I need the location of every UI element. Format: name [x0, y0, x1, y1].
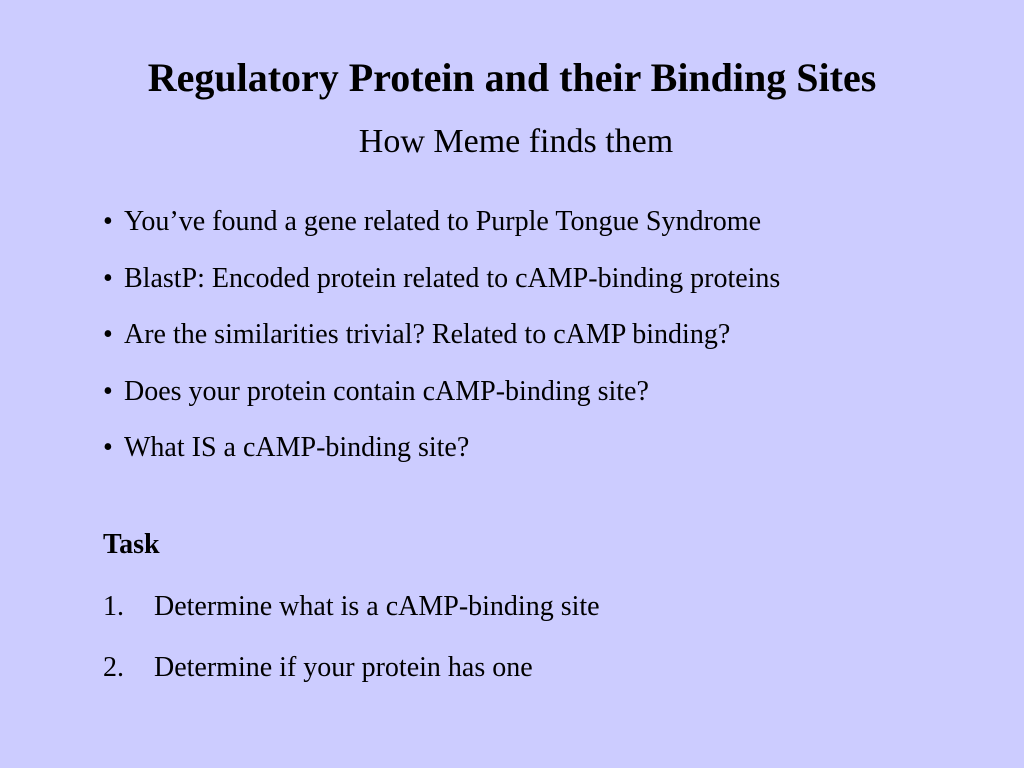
task-item: 2. Determine if your protein has one	[103, 652, 600, 713]
slide-subtitle: How Meme finds them	[358, 123, 674, 160]
bullet-marker: •	[103, 206, 113, 237]
bullet-item: • Does your protein contain cAMP-binding …	[103, 376, 780, 433]
task-list: 1.Determine what is a cAMP-binding site …	[103, 591, 600, 713]
bullet-list: • You’ve found a gene related to Purple T…	[103, 206, 780, 489]
task-text: Determine if your protein has one	[154, 652, 533, 683]
bullet-text: Are the similarities trivial? Related to…	[124, 319, 731, 350]
bullet-text: Does your protein contain cAMP-binding s…	[124, 375, 649, 407]
task-text: Determine what is a cAMP-binding site	[154, 591, 600, 622]
bullet-marker: •	[103, 375, 113, 407]
slide-title: Regulatory Protein and their Binding Sit…	[147, 55, 877, 100]
bullet-item: • What IS a cAMP-binding site?	[103, 432, 780, 489]
bullet-marker: •	[103, 319, 113, 350]
bullet-text: BlastP: Encoded protein related to cAMP-…	[124, 262, 781, 294]
bullet-text: What IS a cAMP-binding site?	[124, 432, 470, 463]
bullet-item: • You’ve found a gene related to Purple T…	[103, 206, 780, 263]
task-number: 2.	[103, 652, 124, 683]
bullet-text: You’ve found a gene related to Purple To…	[124, 206, 761, 237]
task-item: 1. Determine what is a cAMP-binding site	[103, 591, 600, 652]
bullet-marker: •	[103, 262, 113, 294]
task-number: 1.	[103, 591, 124, 622]
bullet-marker: •	[103, 432, 113, 463]
task-heading: Task	[103, 529, 160, 560]
bullet-item: • Are the similarities trivial? Related t…	[103, 319, 780, 376]
bullet-item: • BlastP: Encoded protein related to cAMP…	[103, 263, 780, 320]
